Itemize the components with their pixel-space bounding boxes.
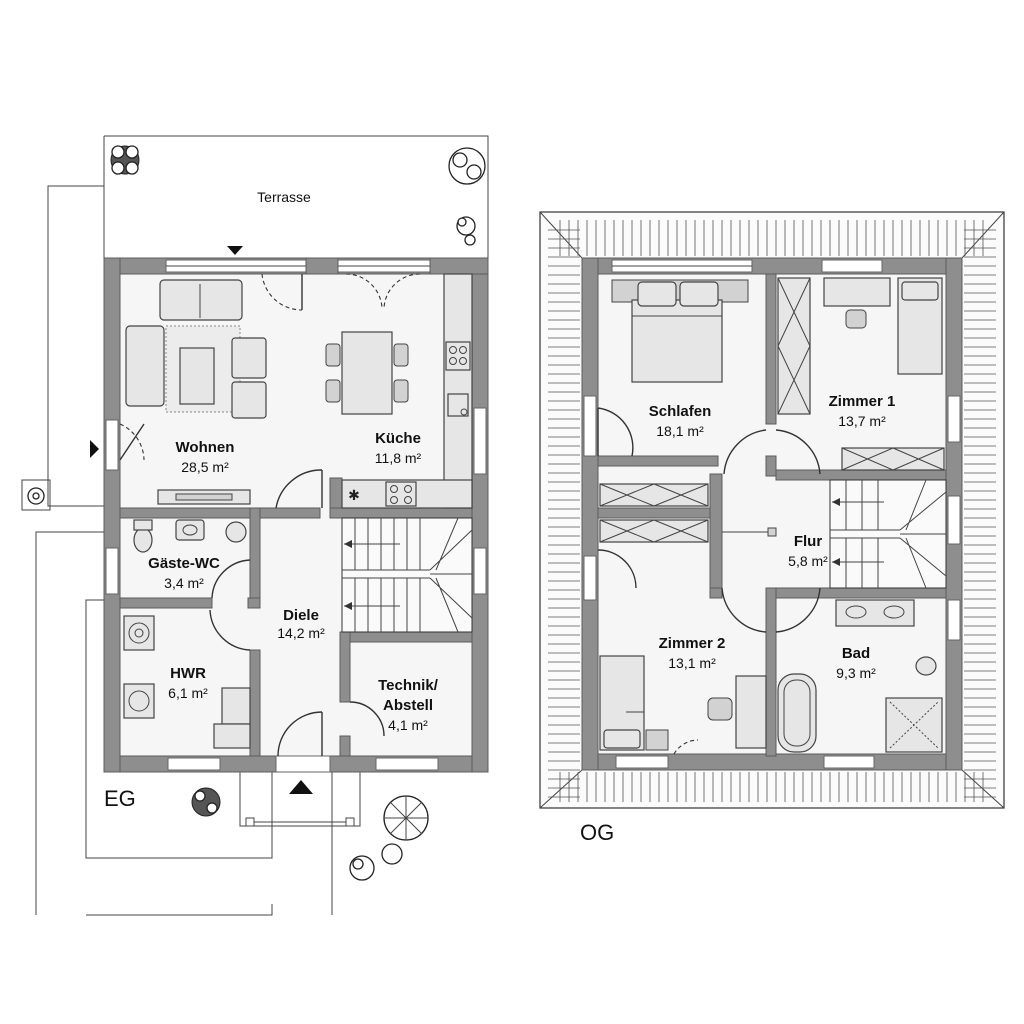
tree-icon [448,147,486,185]
guest-wc-furniture [133,519,247,553]
terrace-label: Terrasse [257,189,311,205]
og-room-labels: Schlafen 18,1 m² Zimmer 1 13,7 m² Flur 5… [649,393,896,681]
bathroom-furniture [777,599,943,753]
eg-doors [90,273,421,794]
room-name-zimmer1: Zimmer 1 [829,393,896,410]
bedroom-furniture [611,279,749,383]
room-name-hwr: HWR [170,665,206,682]
og-stairs [829,479,947,589]
room-area-diele: 14,2 m² [277,625,325,641]
room-area-kueche: 11,8 m² [375,450,422,466]
room-area-technik: 4,1 m² [388,717,428,733]
svg-text:✱: ✱ [348,488,360,504]
room-area-zimmer1: 13,7 m² [838,413,886,429]
room-area-wohnen: 28,5 m² [181,459,229,475]
room-area-bad: 9,3 m² [836,665,876,681]
room-name-technik-line2: Abstell [383,697,433,714]
floor-label-og: OG [580,820,614,845]
upper-floor-plan: Schlafen 18,1 m² Zimmer 1 13,7 m² Flur 5… [539,211,1005,845]
eg-room-labels: Wohnen 28,5 m² Küche 11,8 m² Gäste-WC 3,… [148,430,439,733]
triangle-up-icon [289,780,313,794]
room-name-bad: Bad [842,645,870,662]
triangle-down-icon [227,246,243,255]
room-area-zimmer2: 13,1 m² [668,655,716,671]
site-outline [21,135,489,916]
utility-furniture [123,615,251,749]
room-area-hwr: 6,1 m² [168,685,208,701]
living-furniture [125,279,267,505]
og-windows [583,259,961,769]
eg-stairs [341,517,473,633]
og-wardrobes [599,277,945,543]
eg-windows [105,259,487,773]
room-name-zimmer2: Zimmer 2 [659,635,726,652]
room-name-schlafen: Schlafen [649,403,712,420]
room-name-gaestewc: Gäste-WC [148,555,220,572]
room-area-gaestewc: 3,4 m² [164,575,204,591]
room-name-diele: Diele [283,607,319,624]
roof-hatching [548,220,996,802]
room-name-wohnen: Wohnen [176,439,235,456]
shrub-icon [27,487,45,505]
room1-furniture [823,277,943,375]
room-area-schlafen: 18,1 m² [656,423,704,439]
tree-icon [110,145,140,175]
room-name-kueche: Küche [375,430,421,447]
room-name-technik-line1: Technik/ [378,677,439,694]
tree-icon [191,787,221,817]
room-name-flur: Flur [794,533,822,550]
eg-interior-walls [119,257,489,757]
triangle-right-icon [90,440,99,458]
ground-floor-plan: Terrasse [21,135,489,916]
eg-plants [27,145,486,881]
floor-label-eg: EG [104,786,136,811]
room-area-flur: 5,8 m² [788,553,828,569]
shrub-icon [349,843,403,881]
room2-furniture [599,655,767,751]
og-doors [597,407,821,755]
og-interior-walls [597,273,947,757]
tree-icon [383,795,429,841]
kitchen-furniture: ✱ [325,273,473,509]
shrub-icon [456,216,476,246]
